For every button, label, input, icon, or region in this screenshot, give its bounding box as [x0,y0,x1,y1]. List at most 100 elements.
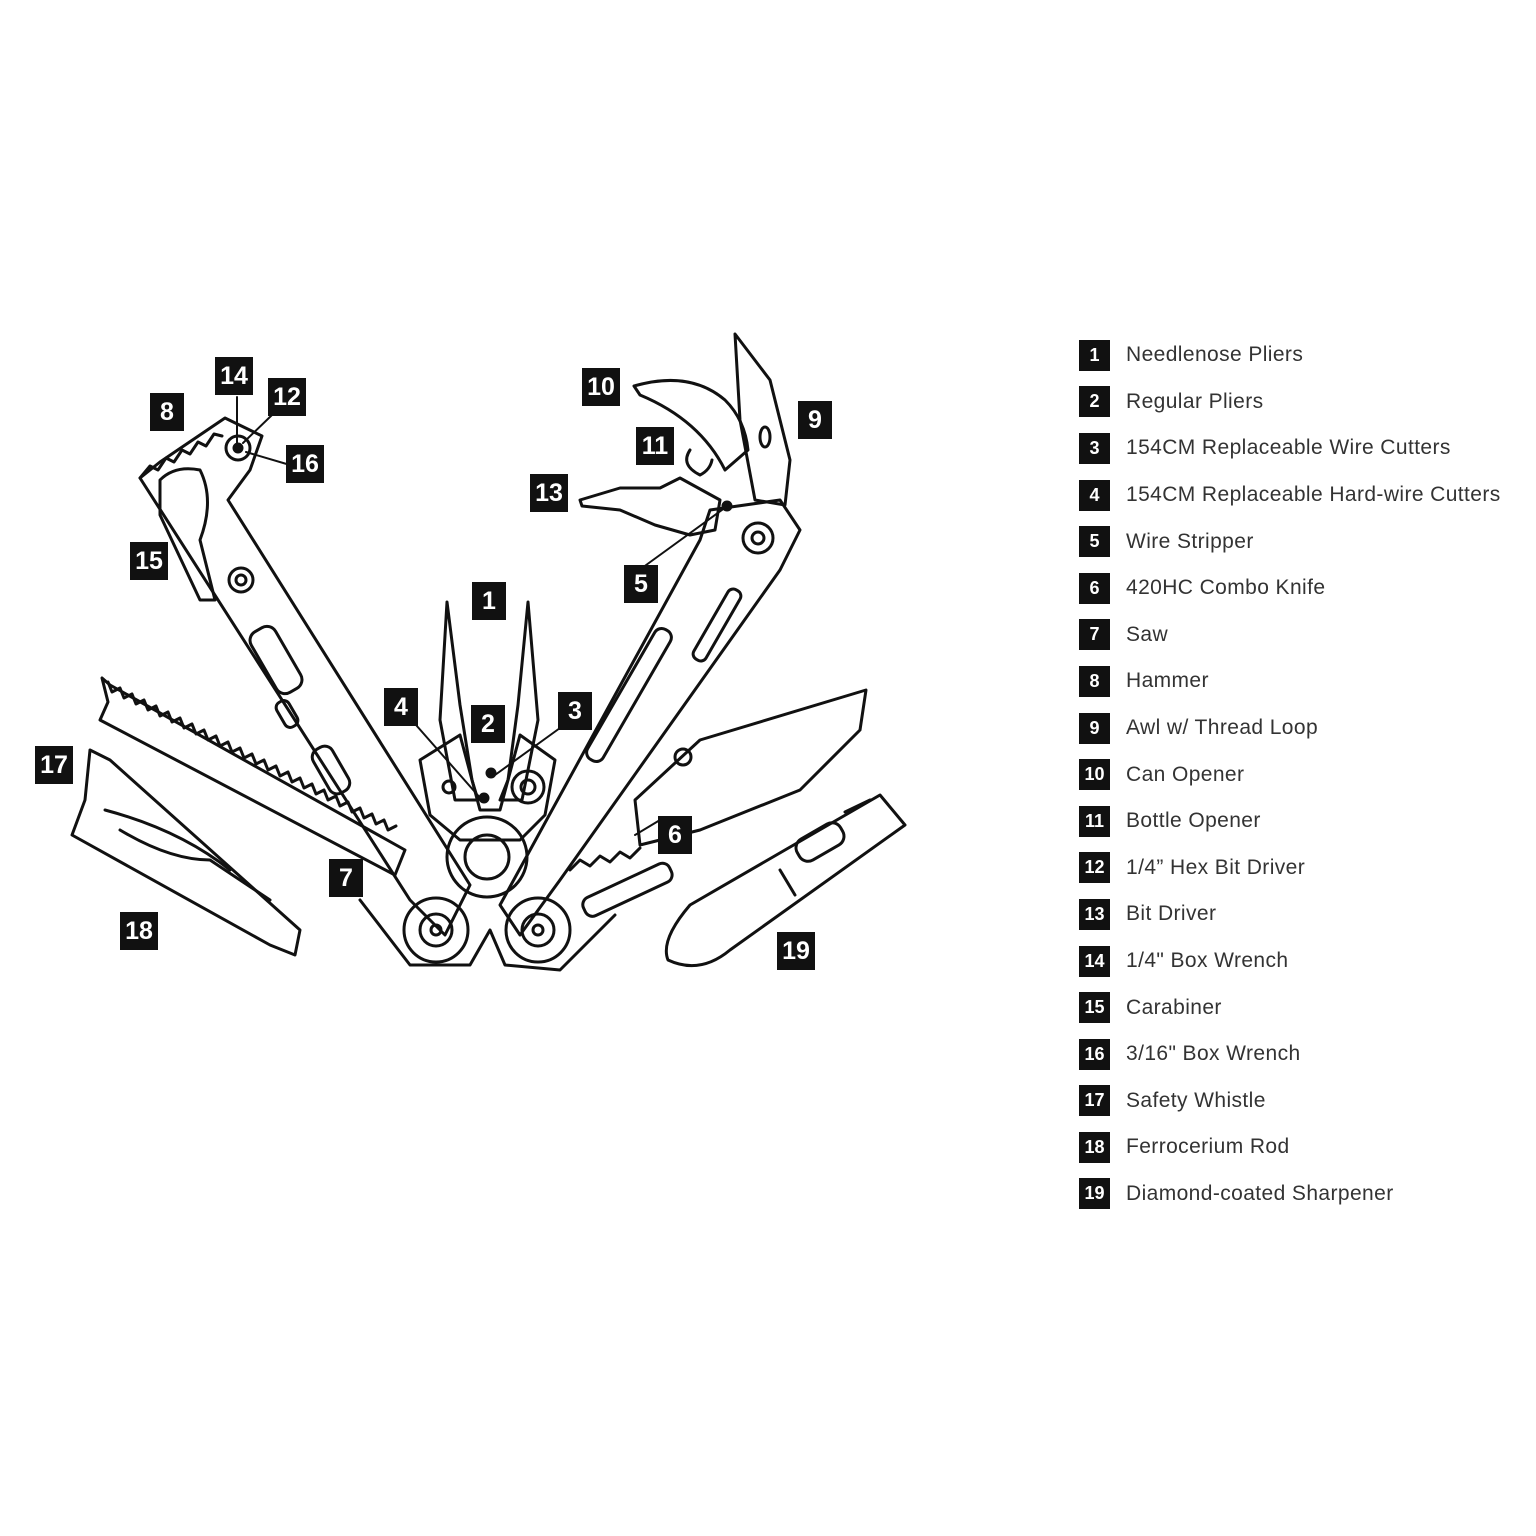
bottle-opener [685,448,714,477]
legend-number: 1 [1079,339,1110,371]
callout-3: 3 [558,692,592,730]
legend-item: 2 Regular Pliers [1079,379,1501,426]
legend-item: 7 Saw [1079,612,1501,659]
diamond-sharpener [664,793,907,968]
saw-teeth [106,680,398,832]
legend-item: 19 Diamond-coated Sharpener [1079,1171,1501,1218]
callout-8: 8 [150,393,184,431]
safety-whistle [70,748,302,957]
hammer-head-teeth [138,432,224,480]
sharpener-slot [794,821,846,863]
legend-item: 12 1/4” Hex Bit Driver [1079,845,1501,892]
legend-label: Awl w/ Thread Loop [1126,716,1319,740]
pliers-pivot-center [445,815,529,899]
callout-14: 14 [215,357,253,395]
callout-4: 4 [384,688,418,726]
legend-number: 12 [1079,852,1110,884]
legend-label: 420HC Combo Knife [1126,576,1326,600]
legend-label: Can Opener [1126,762,1245,786]
callout-2: 2 [471,705,505,743]
legend-label: Regular Pliers [1126,389,1264,413]
legend-label: Carabiner [1126,995,1222,1019]
left-pivot-upper [227,566,255,594]
callout-9: 9 [798,401,832,439]
legend-item: 1 Needlenose Pliers [1079,332,1501,379]
callout-5: 5 [624,565,658,603]
callout-19: 19 [777,932,815,970]
legend-number: 17 [1079,1085,1110,1117]
legend-item: 6 420HC Combo Knife [1079,565,1501,612]
legend-number: 11 [1079,805,1110,837]
legend-item: 11 Bottle Opener [1079,798,1501,845]
pliers-body [418,733,557,842]
legend-item: 16 3/16" Box Wrench [1079,1031,1501,1078]
can-opener-hook [632,378,750,472]
legend-number: 18 [1079,1131,1110,1163]
knife-handle-slot [581,861,674,918]
legend-number: 9 [1079,712,1110,744]
legend-label: Hammer [1126,669,1209,693]
legend-item: 4 154CM Replaceable Hard-wire Cutters [1079,472,1501,519]
callout-13: 13 [530,474,568,512]
bit-driver [578,476,722,537]
right-handle-slot-2 [691,587,743,663]
legend-number: 3 [1079,432,1110,464]
legend-number: 13 [1079,898,1110,930]
wire-cutter-pivot [510,769,546,805]
legend-label: Needlenose Pliers [1126,343,1304,367]
combo-knife-serration [568,846,642,872]
legend-label: Bottle Opener [1126,809,1261,833]
callout-18: 18 [120,912,158,950]
awl-blade [733,332,792,507]
legend-item: 18 Ferrocerium Rod [1079,1124,1501,1171]
callout-15: 15 [130,542,168,580]
callout-7: 7 [329,859,363,897]
callout-6: 6 [658,816,692,854]
legend-number: 10 [1079,759,1110,791]
leader-lines [236,396,727,836]
legend-label: Bit Driver [1126,902,1217,926]
callout-12: 12 [268,378,306,416]
legend-number: 4 [1079,479,1110,511]
callout-16: 16 [286,445,324,483]
legend-label: Ferrocerium Rod [1126,1135,1290,1159]
legend-label: Diamond-coated Sharpener [1126,1181,1394,1205]
combo-knife-blade [633,688,868,847]
legend-number: 16 [1079,1038,1110,1070]
callout-17: 17 [35,746,73,784]
carabiner-loop [158,467,217,602]
legend-number: 15 [1079,992,1110,1024]
legend-number: 2 [1079,386,1110,418]
legend-label: 3/16" Box Wrench [1126,1042,1301,1066]
right-handle-slot-1 [585,626,673,764]
legend-number: 19 [1079,1178,1110,1210]
legend-item: 13 Bit Driver [1079,891,1501,938]
legend-number: 14 [1079,945,1110,977]
right-pivot-upper [741,521,775,555]
needlenose-jaw-right [498,600,540,802]
legend-number: 7 [1079,619,1110,651]
legend-number: 6 [1079,572,1110,604]
left-pivot-lower [402,896,470,964]
left-handle-slot-1 [248,624,304,696]
right-pivot-lower [504,896,572,964]
legend-item: 14 1/4" Box Wrench [1079,938,1501,985]
needlenose-jaw-left [438,600,480,802]
legend-label: Saw [1126,622,1169,646]
legend-item: 9 Awl w/ Thread Loop [1079,705,1501,752]
legend-label: 1/4” Hex Bit Driver [1126,855,1306,879]
right-handle [498,498,802,937]
ferrocerium-rod [118,828,272,902]
legend-number: 5 [1079,526,1110,558]
legend-item: 10 Can Opener [1079,751,1501,798]
left-handle-slot-2 [310,744,352,796]
legend-label: 1/4" Box Wrench [1126,949,1289,973]
callout-1: 1 [472,582,506,620]
legend-label: 154CM Replaceable Hard-wire Cutters [1126,483,1501,507]
